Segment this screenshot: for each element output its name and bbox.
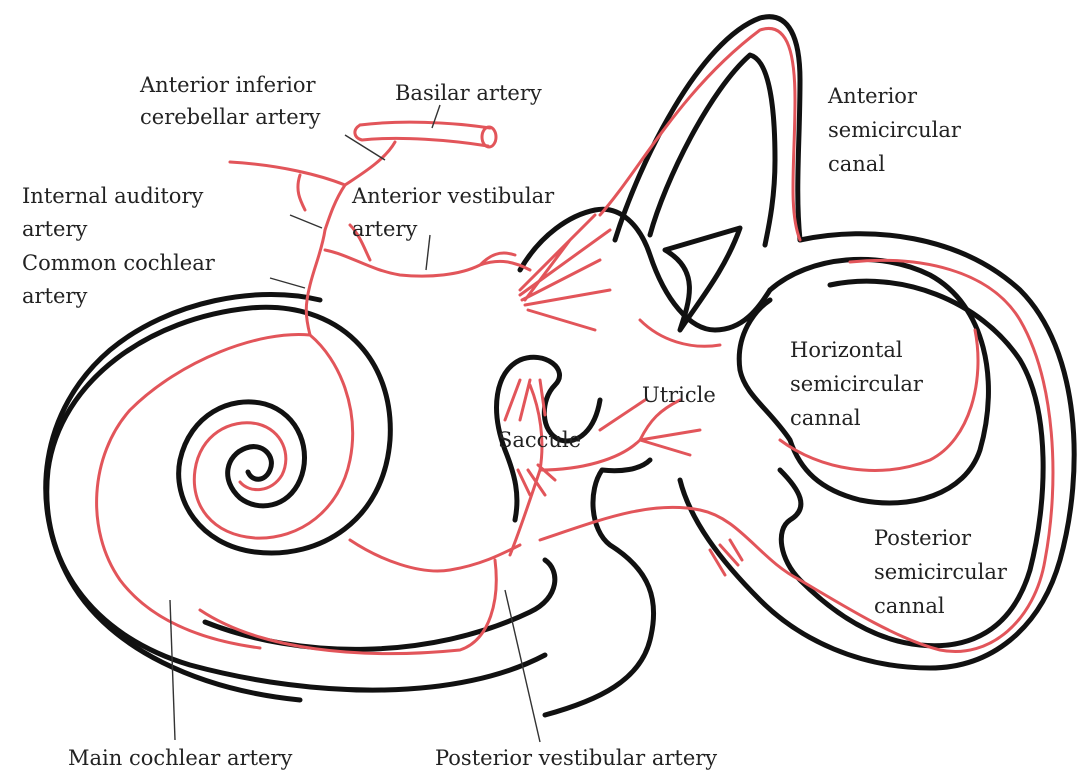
utricular-branches [520,28,800,346]
label-posterior-semicircular-canal: Posterior semicircular cannal [874,526,1014,618]
label-posterior-vestibular-artery: Posterior vestibular artery [435,746,717,770]
label-saccule: Saccule [498,428,581,452]
label-aica: Anterior inferior cerebellar artery [139,73,322,129]
cochlear-spiral-vessel [97,334,353,648]
leader-basilar [432,105,440,128]
label-utricle: Utricle [642,383,716,407]
anterior-canal-outline [615,17,800,330]
label-horizontal-semicircular-canal: Horizontal semicircular cannal [790,338,930,430]
label-anterior-vestibular-artery: Anterior vestibular artery [351,184,561,241]
label-basilar-artery: Basilar artery [395,81,542,105]
label-main-cochlear-artery: Main cochlear artery [68,746,292,770]
basilar-artery-vessel [355,122,490,146]
basilar-artery-end [482,127,496,147]
label-common-cochlear-artery: Common cochlear artery [22,251,221,308]
label-internal-auditory-artery: Internal auditory artery [22,184,210,241]
label-anterior-semicircular-canal: Anterior semicircular canal [827,84,968,176]
leader-common-cochlear [270,278,305,288]
leader-internal-auditory [290,215,322,228]
leader-anterior-vestibular [426,235,430,270]
